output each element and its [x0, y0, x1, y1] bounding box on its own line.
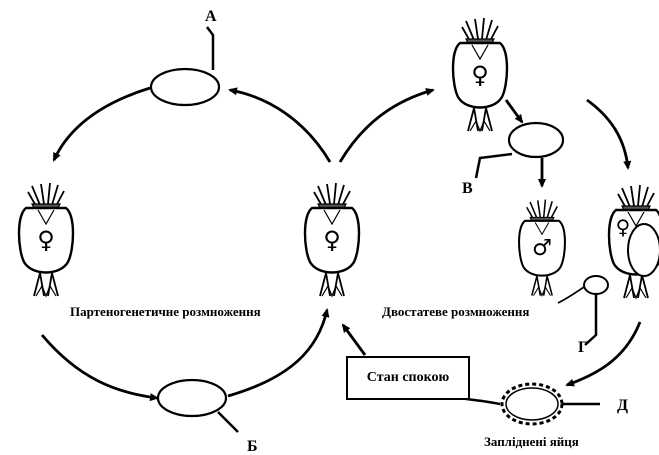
sperm-head [583, 275, 609, 295]
caption-sexual: Двостатеве розмноження [382, 304, 529, 319]
arrow-right-to-a [228, 87, 332, 163]
dormancy-label: Стан спокою [366, 370, 450, 385]
sperm-tail [557, 286, 585, 304]
male-rotifer: ♂ [518, 198, 566, 297]
leader-lines [206, 26, 600, 433]
arrow-right-to-top-female [338, 88, 435, 163]
female-rotifer-left: ♀ [17, 181, 75, 298]
label-a: А [205, 8, 217, 25]
female-rotifer-center: ♀ [303, 181, 361, 298]
label-b: Б [247, 438, 258, 455]
leader-g [584, 294, 598, 346]
caption-fertilized-eggs: Запліднені яйця [484, 434, 579, 449]
egg-b [156, 378, 228, 418]
svg-text:♂: ♂ [532, 235, 552, 261]
leader-b [217, 411, 239, 433]
svg-text:♀: ♀ [323, 226, 341, 254]
svg-text:♀: ♀ [37, 226, 55, 254]
svg-text:♀: ♀ [616, 215, 631, 239]
label-v: В [462, 180, 473, 197]
arrow-top-to-female-d [586, 98, 632, 170]
female-rotifer-with-egg: ♀ [607, 183, 659, 300]
svg-text:♀: ♀ [471, 61, 489, 89]
label-g: Г [578, 339, 588, 356]
leader-v [474, 152, 513, 179]
fertilized-egg [500, 382, 564, 426]
arrow-top-to-egg-v [504, 99, 524, 124]
dormancy-box: Стан спокою [346, 356, 470, 400]
female-rotifer-top: ♀ [451, 16, 509, 133]
egg-a [149, 67, 221, 107]
egg-v [507, 121, 565, 159]
arrow-a-to-left [52, 86, 151, 162]
label-d: Д [617, 397, 628, 414]
leader-a [206, 26, 215, 70]
arrow-dormancy-to-right [341, 323, 367, 356]
cycle-arrows [40, 86, 642, 402]
arrow-female-d-to-eggs [565, 321, 642, 387]
arrow-left-to-b [40, 334, 159, 402]
arrow-b-to-right [227, 308, 330, 398]
caption-parthenogenetic: Партеногенетичне розмноження [70, 304, 261, 319]
